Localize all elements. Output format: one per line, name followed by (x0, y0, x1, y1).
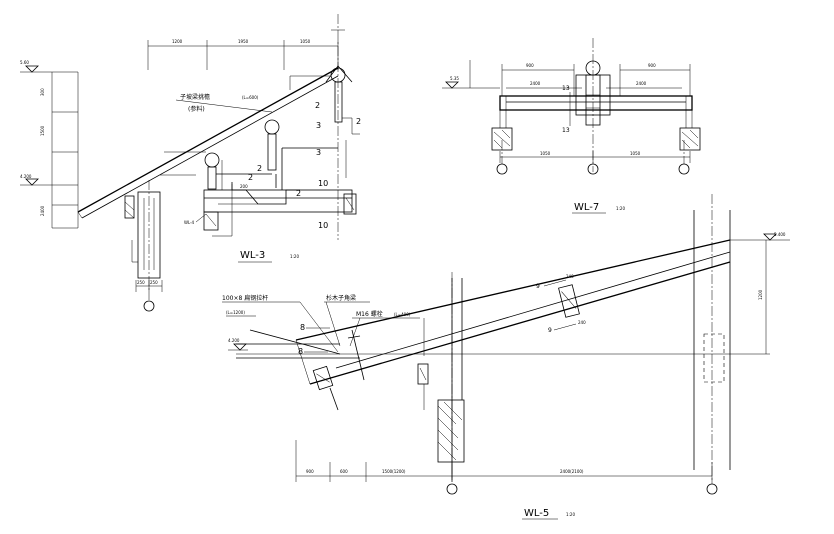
wl5-plate-label: 100×8 扁钢拉杆 (222, 294, 268, 302)
wl5-elev-right-label: 5.400 (774, 232, 786, 237)
wl7-bottom-dim-2: 1050 (630, 151, 641, 156)
svg-text:200: 200 (240, 184, 248, 189)
top-dim-1: 1200 (172, 39, 183, 44)
wl5-elev-left: 4.200 (228, 338, 248, 351)
wl5-title: WL-5 (524, 508, 549, 519)
wl5-bolt-span: (L=400) (394, 312, 411, 317)
wl5-mark-9b: 9 (548, 327, 552, 334)
elevation-mark-mid: 4.200 (20, 174, 52, 186)
wl7-axis-bubble-mid (587, 163, 599, 175)
wl5-wood-label: 杉木子角梁 (326, 294, 356, 302)
wl5-bottom-dim-2: 600 (340, 469, 348, 474)
wl7-beam (499, 95, 693, 111)
wl7-axis-bubble-left (496, 163, 508, 175)
top-dim-2: 1950 (238, 39, 249, 44)
wl5-elev-left-label: 4.200 (228, 338, 240, 343)
detail-wl5: 100×8 扁钢拉杆 (L=1200) 杉木子角梁 M16 螺栓 (L=400)… (222, 194, 790, 520)
wl7-inner-dim-1: 2400 (530, 81, 541, 86)
wl7-inner-dim-2: 2400 (636, 81, 647, 86)
wl3-title: WL-3 (240, 250, 265, 261)
wl5-bottom-dim-1: 900 (306, 469, 314, 474)
mark-2e: 2 (356, 117, 361, 126)
wl5-scale: 1:20 (566, 512, 575, 517)
mark-2c: 2 (248, 173, 253, 182)
wl7-top-dim-2: 900 (648, 63, 656, 68)
wl5-axis-bubble-right (706, 483, 718, 495)
wl7-support-right (679, 127, 701, 151)
mark-3b: 3 (316, 148, 321, 157)
rafter-span: (L=600) (242, 95, 259, 100)
wl5-mark-8a: 8 (300, 323, 305, 332)
top-dim-3: 1050 (300, 39, 311, 44)
mark-10b: 10 (318, 221, 328, 230)
wl5-bottom-dim-3: 1500(1200) (382, 469, 406, 474)
wl5-elev-right: 5.400 (730, 232, 790, 241)
wl5-rod-dim-2: 240 (578, 320, 586, 325)
wl7-scale: 1:20 (616, 206, 625, 211)
wl5-bottom-dim-4: 2400(2100) (560, 469, 584, 474)
wl7-mark-13b: 13 (562, 127, 570, 134)
elevation-mark-top: 5.60 (20, 60, 52, 73)
wl7-title: WL-7 (574, 202, 599, 213)
wl5-wood-block (312, 365, 334, 391)
mark-2a: 2 (315, 101, 320, 110)
rafter-label: 子坡梁挑檐 (180, 93, 210, 101)
wl5-bracket (417, 363, 429, 385)
mark-10a: 10 (318, 179, 328, 188)
wl5-mark-8b: 8 (298, 347, 303, 356)
base-dim-1: 250 (137, 280, 145, 285)
eave-gutter-box (203, 189, 353, 213)
side-dim-2: 1500 (40, 125, 45, 136)
rafter-note: (参料) (188, 105, 205, 113)
wl5-column-hidden-block (703, 333, 725, 383)
detail-wl3: 5.60 4.200 300 1500 2400 1200 1950 1050 (20, 14, 361, 312)
wl7-bottom-dim-1: 1050 (540, 151, 551, 156)
wl5-plate-span: (L=1200) (226, 310, 245, 315)
base-dim-2: 250 (150, 280, 158, 285)
wl3-scale: 1:20 (290, 254, 299, 259)
wl7-axis-bubble-right (678, 163, 690, 175)
mark-2b: 2 (257, 164, 262, 173)
wl5-axis-bubble-left (446, 483, 458, 495)
purlin-circle-2 (204, 152, 220, 168)
beam-tag: WL-4 (184, 220, 195, 225)
wl7-mark-13a: 13 (562, 85, 570, 92)
wl7-elev: 5.35 (450, 76, 459, 81)
wl5-column-base (437, 399, 465, 463)
elevation-top-label: 5.60 (20, 60, 29, 65)
wl5-rod-dim-1: 240 (566, 274, 574, 279)
wl7-top-dim-1: 900 (526, 63, 534, 68)
wl5-bolt-label: M16 螺栓 (356, 310, 383, 318)
mark-2d: 2 (296, 189, 301, 198)
elevation-mid-label: 4.200 (20, 174, 32, 179)
wl5-rod-clamp (558, 284, 580, 318)
wl5-dim-height: 1200 (758, 289, 763, 300)
side-dim-3: 2400 (40, 205, 45, 216)
side-dim-1: 300 (40, 88, 45, 96)
mark-3a: 3 (316, 121, 321, 130)
purlin-circle-1 (264, 119, 280, 135)
axis-bubble-wl3 (143, 300, 155, 312)
detail-wl7: 5.35 900 900 2400 2400 (442, 38, 701, 214)
wl5-mark-9a: 9 (536, 283, 540, 290)
